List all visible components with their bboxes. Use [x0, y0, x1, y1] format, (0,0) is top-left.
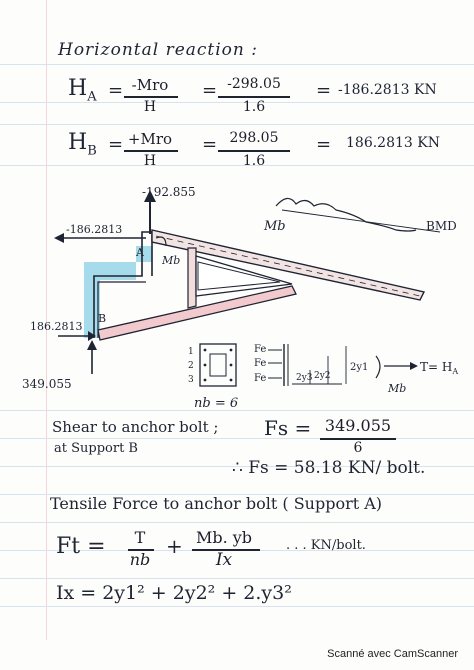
shear-line2: at Support B	[54, 441, 138, 456]
top-force-label: -192.855	[142, 185, 196, 199]
t-num: T	[134, 528, 146, 547]
frame-diagram: -192.855 -186.2813 A Mb Mb BMD B 186.281…	[22, 185, 458, 395]
ruled-line	[0, 522, 474, 523]
web-triangle-inner	[197, 261, 281, 291]
left-force-label: -186.2813	[66, 223, 122, 236]
ha-num1: -Mro	[131, 76, 169, 94]
fe-label-1: Fe	[254, 344, 266, 355]
fs-num: 349.055	[324, 416, 392, 435]
top-arrowhead	[144, 190, 156, 202]
rafter-centerline	[155, 235, 421, 297]
ruled-line	[0, 165, 474, 166]
t-den: nb	[129, 550, 151, 569]
fe-label-2: Fe	[254, 358, 266, 369]
ha-bar1	[124, 96, 178, 98]
plus-sign: +	[166, 534, 183, 558]
hb-num2: 298.05	[229, 130, 279, 146]
m-num: Mb. yb	[195, 528, 253, 547]
ha-result: -186.2813 KN	[338, 82, 437, 98]
label-bmd: BMD	[426, 219, 457, 233]
fs-den: 6	[353, 440, 363, 456]
fs-label: Fs =	[264, 416, 312, 440]
ft-unit: . . . KN/bolt.	[286, 538, 366, 553]
hb-num1: +Mro	[127, 130, 173, 148]
ruled-line	[0, 466, 474, 467]
label-a: A	[135, 246, 145, 259]
tension-label: T= HA	[420, 360, 458, 376]
bottom-chord	[97, 285, 297, 341]
m-bar	[192, 549, 260, 551]
nb-label: nb = 6	[194, 396, 239, 411]
heading: Horizontal reaction :	[58, 40, 258, 60]
ruled-line	[0, 102, 474, 103]
y2-label: 2y2	[314, 371, 331, 381]
moment-curl	[155, 236, 167, 247]
ha-symbol: HA	[68, 76, 97, 105]
ruled-line	[0, 438, 474, 439]
support-highlight	[84, 246, 152, 338]
ruled-line	[0, 606, 474, 607]
moment-arc	[375, 355, 381, 379]
hb-den2: 1.6	[242, 153, 266, 169]
ruled-line	[0, 64, 474, 65]
left-arrowhead	[54, 233, 64, 243]
ha-den1: H	[143, 99, 157, 115]
ft-label: Ft =	[56, 534, 106, 559]
bottom-force-label: 349.055	[22, 377, 72, 391]
hb-symbol: HB	[68, 130, 97, 159]
web-vertical	[187, 247, 197, 309]
label-mb: Mb	[161, 254, 180, 267]
bolt-plate-inner	[209, 353, 227, 377]
t-bar	[128, 549, 154, 551]
hb-equals2: =	[202, 134, 218, 155]
row-label-1: 1	[188, 347, 194, 357]
shear-line1: Shear to anchor bolt ;	[52, 418, 219, 436]
bmd-baseline	[281, 209, 441, 233]
bolt-dots	[203, 348, 233, 382]
moment-label: Mb	[387, 382, 406, 395]
hb-bar1	[124, 150, 178, 152]
ha-den2: 1.6	[242, 99, 266, 115]
column-inner	[97, 281, 146, 338]
hb-bar2	[218, 150, 290, 152]
hb-result: 186.2813 KN	[346, 135, 440, 151]
b-force-label: 186.2813	[30, 320, 83, 333]
hb-den1: H	[143, 153, 157, 169]
fs-bar	[320, 438, 396, 440]
ha-equals3: =	[316, 80, 332, 101]
bolt-plate	[199, 343, 237, 387]
bottom-arrowhead	[87, 340, 97, 350]
rafter	[151, 229, 426, 301]
row-label-2: 2	[188, 361, 194, 371]
bmd-curve	[275, 197, 417, 232]
label-mb-bmd: Mb	[263, 219, 286, 234]
label-b: B	[98, 312, 106, 325]
hb-equals3: =	[316, 134, 332, 155]
b-arrowhead	[88, 331, 96, 341]
y3-label: 2y3	[296, 373, 313, 383]
row-label-3: 3	[188, 375, 194, 385]
scanner-footer: Scanné avec CamScanner	[327, 648, 458, 660]
ix-equation: Ix = 2y1² + 2y2² + 2.y3²	[56, 582, 292, 604]
ha-equals: =	[108, 80, 124, 101]
ruled-line	[0, 494, 474, 495]
tension-arrowhead	[410, 362, 418, 370]
margin-line	[46, 0, 47, 640]
m-den: Ix	[215, 550, 233, 570]
hb-equals: =	[108, 134, 124, 155]
ruled-line	[0, 578, 474, 579]
ha-bar2	[218, 96, 290, 98]
y1-label: 2y1	[350, 362, 368, 373]
ha-num2: -298.05	[227, 76, 281, 92]
tensile-title: Tensile Force to anchor bolt ( Support A…	[50, 494, 383, 513]
ha-equals2: =	[202, 80, 218, 101]
ruled-line	[0, 124, 474, 125]
ruled-line	[0, 410, 474, 411]
web-triangle	[195, 255, 293, 297]
fs-result: ∴ Fs = 58.18 KN/ bolt.	[232, 458, 426, 478]
fe-label-3: Fe	[254, 373, 266, 384]
